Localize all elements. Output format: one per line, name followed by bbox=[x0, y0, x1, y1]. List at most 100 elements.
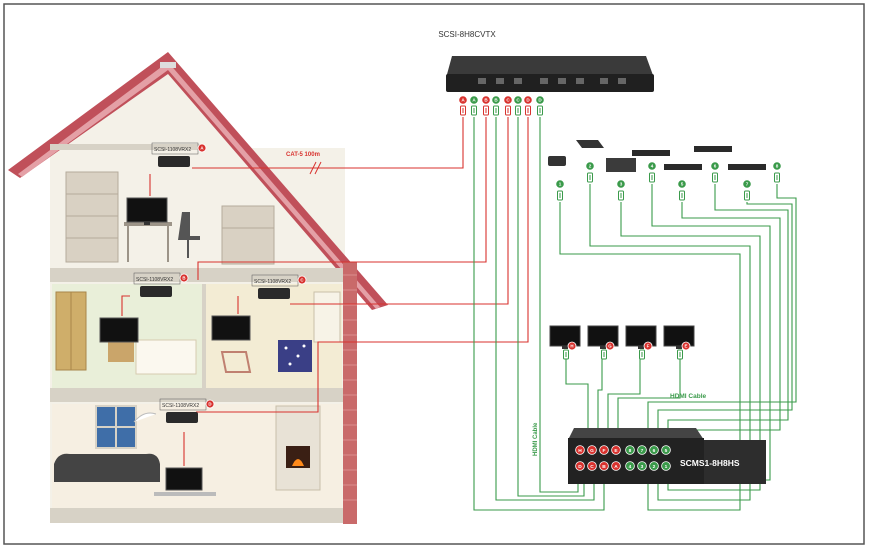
floor-beam-1 bbox=[50, 268, 350, 282]
tx-green-port-b-circle bbox=[491, 95, 501, 105]
tv-d bbox=[165, 467, 203, 491]
transmitter-ports bbox=[478, 78, 626, 84]
display-plug-g bbox=[601, 349, 607, 360]
tx-red-plug-0 bbox=[460, 105, 466, 116]
source-badge-5: 5 bbox=[677, 179, 687, 189]
receiver-badge-a-circle bbox=[197, 143, 207, 153]
display-badge-e: E bbox=[681, 341, 691, 351]
receiver-badge-c-circle bbox=[297, 275, 307, 285]
matrix-in-top-7: 7 bbox=[637, 445, 647, 455]
receiver-badge-c-text: C bbox=[300, 278, 304, 283]
tx-green-plug-3 bbox=[537, 105, 543, 116]
display-badge-h: H bbox=[567, 341, 577, 351]
matrix-in-bottom-1-circle bbox=[661, 461, 671, 471]
display-plug-h bbox=[563, 349, 569, 360]
wire-red-d bbox=[196, 117, 529, 413]
matrix-out-bottom-c-text: C bbox=[590, 464, 594, 470]
rocking-chair bbox=[220, 351, 252, 373]
wire-red-c bbox=[290, 117, 509, 305]
matrix-in-bottom-2-text: 2 bbox=[653, 464, 656, 470]
receiver-badge-a-text: A bbox=[200, 146, 204, 151]
matrix-in-bottom-4: 4 bbox=[625, 461, 635, 471]
matrix-in-top-8: 8 bbox=[625, 445, 635, 455]
display-f: F bbox=[625, 325, 657, 360]
tx-red-port-c: C bbox=[503, 95, 513, 105]
hdmi-cable-label: HDMI Cable bbox=[670, 393, 707, 400]
wire-disp-f bbox=[607, 354, 641, 438]
display-badge-e-text: E bbox=[685, 344, 688, 349]
receiver-badge-d-text: D bbox=[208, 402, 211, 407]
source-plug-8 bbox=[774, 172, 780, 183]
source-disc-player bbox=[576, 140, 604, 148]
source-badge-4-circle bbox=[647, 161, 657, 171]
tx-red-port-a-circle bbox=[458, 95, 468, 105]
tx-red-port-c-circle bbox=[503, 95, 513, 105]
receiver-badge-b-text: B bbox=[182, 276, 185, 281]
matrix-in-top-5-circle bbox=[661, 445, 671, 455]
tx-red-port-d-text: D bbox=[526, 98, 530, 103]
matrix-label: SCMS1-8H8HS bbox=[680, 458, 740, 468]
matrix-in-top-8-circle bbox=[625, 445, 635, 455]
receiver-label: SCSI-1108VRX2 bbox=[254, 279, 291, 285]
receiver-badge-b: B bbox=[179, 273, 189, 283]
bed-stars bbox=[284, 344, 306, 366]
matrix-in-bottom-1-text: 1 bbox=[665, 464, 668, 470]
matrix-in-bottom-1: 1 bbox=[661, 461, 671, 471]
matrix-in-top-6-circle bbox=[649, 445, 659, 455]
tx-red-port-a: A bbox=[458, 95, 468, 105]
attic-tv-stand bbox=[144, 222, 150, 225]
attic-chair bbox=[178, 212, 200, 240]
floor-beam-2 bbox=[50, 388, 350, 402]
source-badge-6-circle bbox=[710, 161, 720, 171]
receiver-label: SCSI-1108VRX2 bbox=[162, 403, 199, 409]
source-badge-3-text: 3 bbox=[620, 182, 623, 187]
wire-src-7 bbox=[657, 202, 793, 438]
cable-break-mark bbox=[309, 161, 322, 175]
display-screen bbox=[549, 325, 581, 347]
source-badge-2: 2 bbox=[585, 161, 595, 171]
source-player-4 bbox=[632, 150, 670, 156]
wire-src-2 bbox=[589, 184, 751, 501]
display-badge-h-circle bbox=[567, 341, 577, 351]
receiver-d: SCSI-1108VRX2 D bbox=[159, 398, 215, 423]
source-player-5 bbox=[664, 164, 702, 170]
wire-disp-e bbox=[617, 354, 681, 438]
source-badge-5-text: 5 bbox=[681, 182, 684, 187]
matrix-in-bottom-3-text: 3 bbox=[641, 464, 644, 470]
display-badge-g-circle bbox=[605, 341, 615, 351]
source-devices bbox=[548, 140, 766, 172]
matrix-in-bottom-3-circle bbox=[637, 461, 647, 471]
transmitter-top-face bbox=[446, 56, 654, 78]
matrix-out-top-h-text: H bbox=[578, 448, 582, 454]
matrix-out-top-f-text: F bbox=[603, 448, 606, 454]
wire-src-5 bbox=[677, 202, 781, 438]
source-plug-1 bbox=[557, 190, 563, 201]
display-screen bbox=[663, 325, 695, 347]
source-camcorder bbox=[548, 156, 566, 166]
receiver-label: SCSI-1108VRX2 bbox=[154, 147, 191, 153]
matrix-out-bottom-b: B bbox=[599, 461, 609, 471]
matrix-in-top-6: 6 bbox=[649, 445, 659, 455]
hdmi-cable-label-vertical: HDMI Cable bbox=[533, 422, 539, 456]
source-plug-3 bbox=[618, 190, 624, 201]
source-badge-8-circle bbox=[772, 161, 782, 171]
tx-green-port-b-text: B bbox=[494, 98, 498, 103]
attic-gable bbox=[58, 66, 345, 270]
tx-green-port-c-circle bbox=[513, 95, 523, 105]
receiver-badge-c: C bbox=[297, 275, 307, 285]
matrix-side bbox=[704, 440, 766, 484]
chimney-top bbox=[160, 62, 176, 68]
receiver-a: SCSI-1108VRX2 A bbox=[151, 142, 207, 167]
source-badge-3-circle bbox=[616, 179, 626, 189]
matrix-in-top-5: 5 bbox=[661, 445, 671, 455]
source-plug-6 bbox=[712, 172, 718, 183]
source-badge-7-circle bbox=[742, 179, 752, 189]
matrix-out-top-e-text: E bbox=[614, 448, 618, 454]
source-plug-7 bbox=[744, 190, 750, 201]
display-plug-f bbox=[639, 349, 645, 360]
source-badge-6-text: 6 bbox=[714, 164, 717, 169]
source-badge-8-text: 8 bbox=[776, 164, 779, 169]
